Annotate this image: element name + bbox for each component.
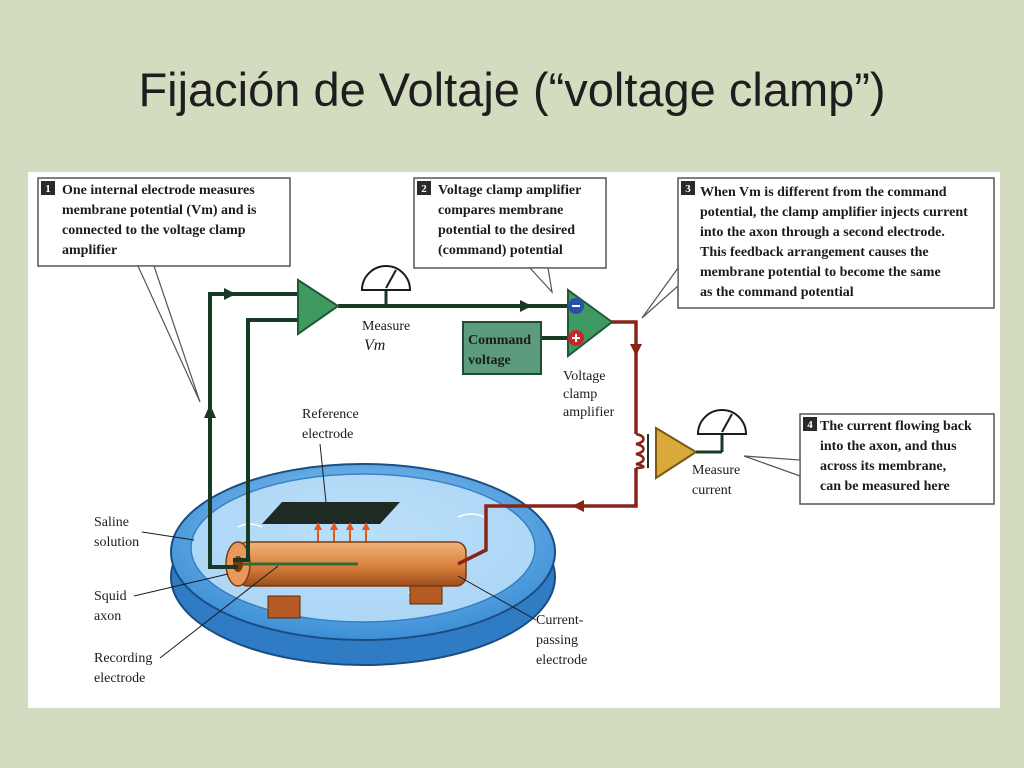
callout-4-line: into the axon, and thus <box>820 439 957 454</box>
callout-4-line: across its membrane, <box>820 459 946 474</box>
callout-3-line: When Vm is different from the command <box>700 185 947 200</box>
svg-text:Saline: Saline <box>94 515 129 530</box>
svg-text:Vm: Vm <box>364 337 385 354</box>
current-coil <box>635 432 645 470</box>
callout-2-line: (command) potential <box>438 243 563 258</box>
current-wiring <box>457 320 638 566</box>
measure-vm-amplifier <box>297 278 340 336</box>
callout-1-line: amplifier <box>62 243 117 258</box>
voltage-clamp-amplifier <box>567 288 614 359</box>
callout-1-line: One internal electrode measures <box>62 183 255 198</box>
voltage-clamp-figure: 1 One internal electrode measures membra… <box>28 172 1000 708</box>
svg-text:voltage: voltage <box>468 353 511 368</box>
wire-arrow <box>630 344 642 356</box>
svg-text:current: current <box>692 483 732 498</box>
callout-3-line: into the axon through a second electrode… <box>700 225 945 240</box>
callout-4-line: The current flowing back <box>820 419 972 434</box>
callout-1-line: connected to the voltage clamp <box>62 223 246 238</box>
squid-axon-label: Squid axon <box>94 573 229 624</box>
callout-1-line: membrane potential (Vm) and is <box>62 203 257 218</box>
wire-arrow <box>204 404 216 418</box>
svg-text:electrode: electrode <box>536 653 587 668</box>
svg-text:Reference: Reference <box>302 407 359 422</box>
callout-2-line: potential to the desired <box>438 223 575 238</box>
svg-text:passing: passing <box>536 633 578 648</box>
wire-arrow <box>224 288 236 300</box>
saline-solution-label: Saline solution <box>94 515 195 550</box>
svg-text:electrode: electrode <box>302 427 353 442</box>
slide-title: Fijación de Voltaje (“voltage clamp”) <box>138 63 886 116</box>
callout-2-line: compares membrane <box>438 203 563 218</box>
svg-text:Measure: Measure <box>692 463 740 478</box>
measure-current-amplifier <box>655 426 698 480</box>
voltage-clamp-amplifier-label: Voltage clamp amplifier <box>563 369 615 420</box>
command-voltage-box <box>462 321 542 375</box>
svg-text:Voltage: Voltage <box>563 369 606 384</box>
measure-vm-label: Measure Vm <box>362 319 410 354</box>
measure-current-label: Measure current <box>692 463 740 498</box>
wire-arrow <box>520 300 532 312</box>
svg-text:Command: Command <box>468 333 531 348</box>
callout-3-line: potential, the clamp amplifier injects c… <box>700 205 968 220</box>
callout-4-number: 4 <box>807 419 813 431</box>
svg-text:amplifier: amplifier <box>563 405 615 420</box>
svg-text:solution: solution <box>94 535 139 550</box>
callout-3-line: This feedback arrangement causes the <box>700 245 929 260</box>
vm-meter-icon <box>360 265 412 306</box>
callout-2: 2 Voltage clamp amplifier compares membr… <box>413 177 607 294</box>
voltage-clamp-diagram: 1 One internal electrode measures membra… <box>37 177 995 686</box>
callout-1: 1 One internal electrode measures membra… <box>37 177 291 403</box>
callout-3: 3 When Vm is different from the command … <box>641 177 995 319</box>
svg-text:axon: axon <box>94 609 121 624</box>
callout-3-line: membrane potential to become the same <box>700 265 941 280</box>
callout-2-number: 2 <box>421 183 427 195</box>
current-meter-icon <box>696 409 748 454</box>
svg-text:Squid: Squid <box>94 589 127 604</box>
current-passing-electrode-label: Current- passing electrode <box>457 575 587 668</box>
callout-4: 4 The current flowing back into the axon… <box>743 413 995 505</box>
callout-3-number: 3 <box>685 183 691 195</box>
callout-4-line: can be measured here <box>820 479 950 494</box>
svg-text:clamp: clamp <box>563 387 597 402</box>
reference-electrode-label: Reference electrode <box>302 407 359 503</box>
svg-text:Current-: Current- <box>536 613 584 628</box>
squid-axon <box>225 541 467 619</box>
command-voltage-label: Command voltage <box>468 333 531 368</box>
recording-electrode-label: Recording electrode <box>94 565 279 686</box>
callout-1-number: 1 <box>45 183 51 195</box>
callout-2-line: Voltage clamp amplifier <box>438 183 581 198</box>
svg-text:Recording: Recording <box>94 651 152 666</box>
svg-text:electrode: electrode <box>94 671 145 686</box>
wire-arrow <box>572 500 584 512</box>
callout-3-line: as the command potential <box>700 285 854 300</box>
svg-text:Measure: Measure <box>362 319 410 334</box>
